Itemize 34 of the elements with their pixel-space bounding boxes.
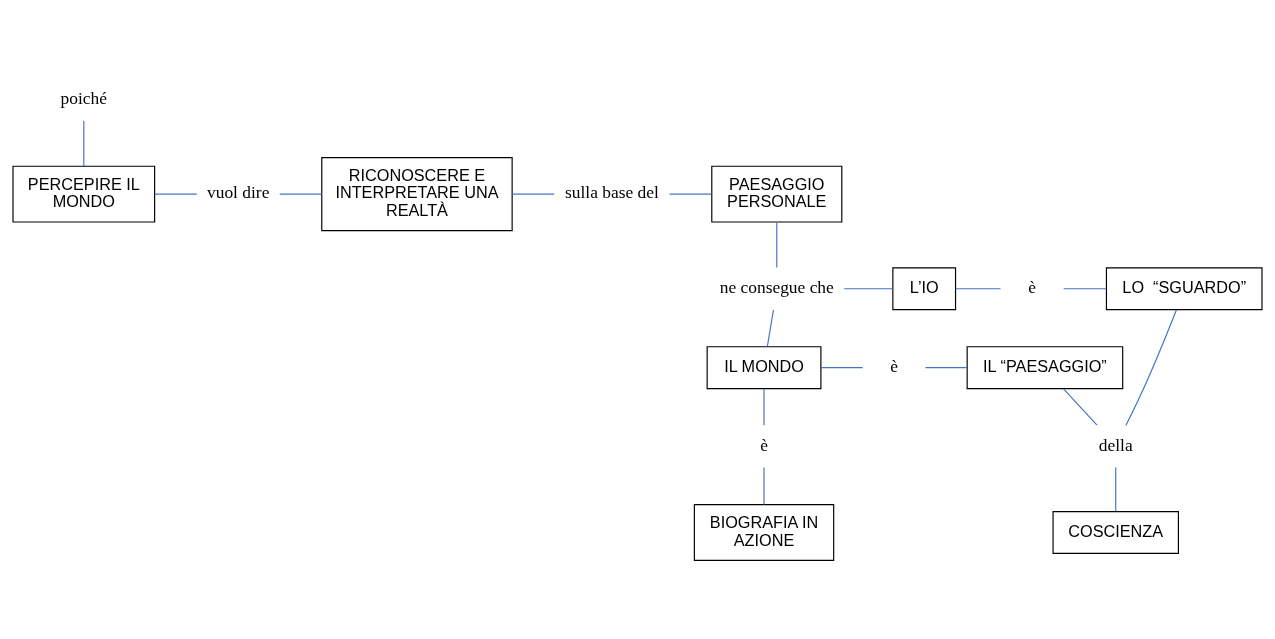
node-text: sulla base del: [565, 182, 659, 203]
connector: [154, 193, 198, 195]
connector: [1063, 288, 1107, 290]
node-text: è: [1028, 276, 1037, 297]
node-box: IL “PAESAGGIO”: [966, 346, 1124, 390]
connector: [763, 467, 765, 505]
node-box: COSCIENZA: [1052, 511, 1179, 554]
node-box: PAESAGGIO PERSONALE: [711, 165, 843, 223]
connector: [279, 193, 323, 195]
connector: [83, 120, 85, 167]
connector: [1125, 309, 1178, 427]
node-box: BIOGRAFIA IN AZIONE: [693, 504, 835, 561]
node-text: della: [1098, 434, 1133, 455]
connector: [1115, 467, 1117, 512]
connector: [955, 288, 1002, 290]
node-text: è: [760, 434, 768, 455]
connector: [763, 388, 765, 426]
node-text: poiché: [60, 87, 108, 108]
node-box: L’IO: [892, 267, 957, 311]
node-box: IL MONDO: [706, 346, 822, 390]
connector: [1062, 388, 1098, 426]
node-box: PERCEPIRE IL MONDO: [12, 165, 156, 223]
connector: [820, 367, 864, 369]
node-box: LO “SGUARDO”: [1105, 267, 1263, 311]
node-box: RICONOSCERE E INTERPRETARE UNA REALTÀ: [321, 157, 513, 232]
connector: [776, 221, 778, 269]
connector: [843, 288, 894, 290]
node-text: è: [890, 355, 898, 376]
connector: [669, 193, 713, 195]
node-text: ne consegue che: [719, 276, 834, 297]
connector: [511, 193, 555, 195]
node-text: vuol dire: [207, 182, 270, 203]
connector: [924, 367, 968, 369]
connector: [766, 309, 775, 347]
